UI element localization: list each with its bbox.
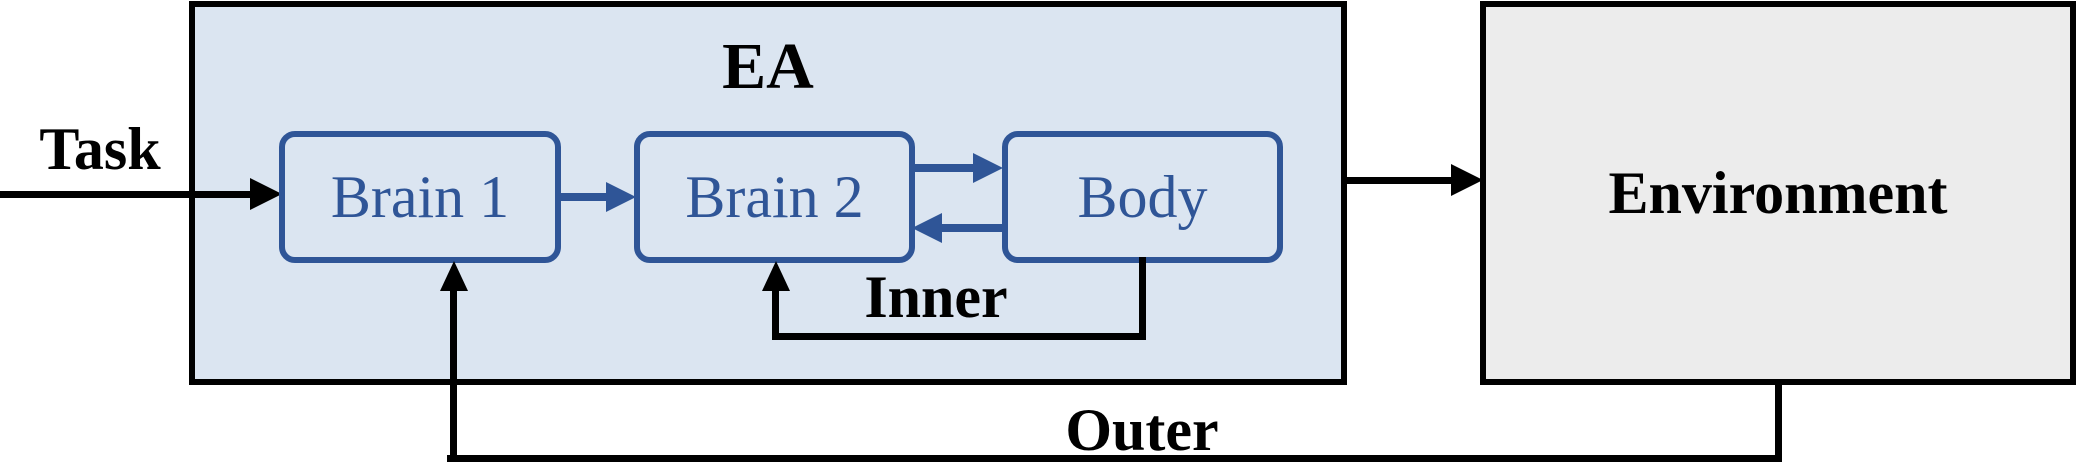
body-node: Body — [1002, 131, 1283, 263]
body-to-brain2-arrow-line — [940, 224, 1005, 232]
brain2-to-body-arrowhead-icon — [973, 153, 1003, 183]
brain1-to-brain2-arrowhead-icon — [606, 182, 636, 212]
inner-loop-arrowhead-icon — [762, 261, 790, 291]
ea-to-environment-arrow-line — [1345, 177, 1453, 184]
ea-title: EA — [722, 30, 814, 103]
outer-label: Outer — [1065, 396, 1219, 463]
brain2-node: Brain 2 — [634, 131, 915, 263]
brain2-label: Brain 2 — [685, 163, 864, 230]
body-to-brain2-arrowhead-icon — [912, 213, 942, 243]
body-label: Body — [1077, 163, 1208, 230]
ea-to-environment-arrowhead-icon — [1451, 164, 1483, 196]
inner-loop-rise-segment — [772, 289, 779, 340]
outer-loop-arrowhead-icon — [440, 261, 468, 291]
outer-loop-drop-segment — [1775, 383, 1782, 462]
outer-loop-bottom-segment — [447, 455, 1782, 462]
outer-loop-rise-segment — [450, 290, 457, 462]
task-label: Task — [39, 115, 161, 182]
environment-box: Environment — [1480, 1, 2076, 385]
brain1-to-brain2-arrow-line — [558, 193, 608, 201]
inner-label: Inner — [864, 263, 1008, 330]
brain1-label: Brain 1 — [330, 163, 510, 230]
task-arrow-line — [0, 191, 252, 198]
environment-label: Environment — [1608, 159, 1948, 226]
task-arrowhead-icon — [250, 178, 282, 210]
brain2-to-body-arrow-line — [912, 164, 975, 172]
brain1-node: Brain 1 — [279, 131, 561, 263]
inner-loop-drop-segment — [1139, 257, 1146, 340]
inner-loop-bottom-segment — [772, 333, 1146, 340]
